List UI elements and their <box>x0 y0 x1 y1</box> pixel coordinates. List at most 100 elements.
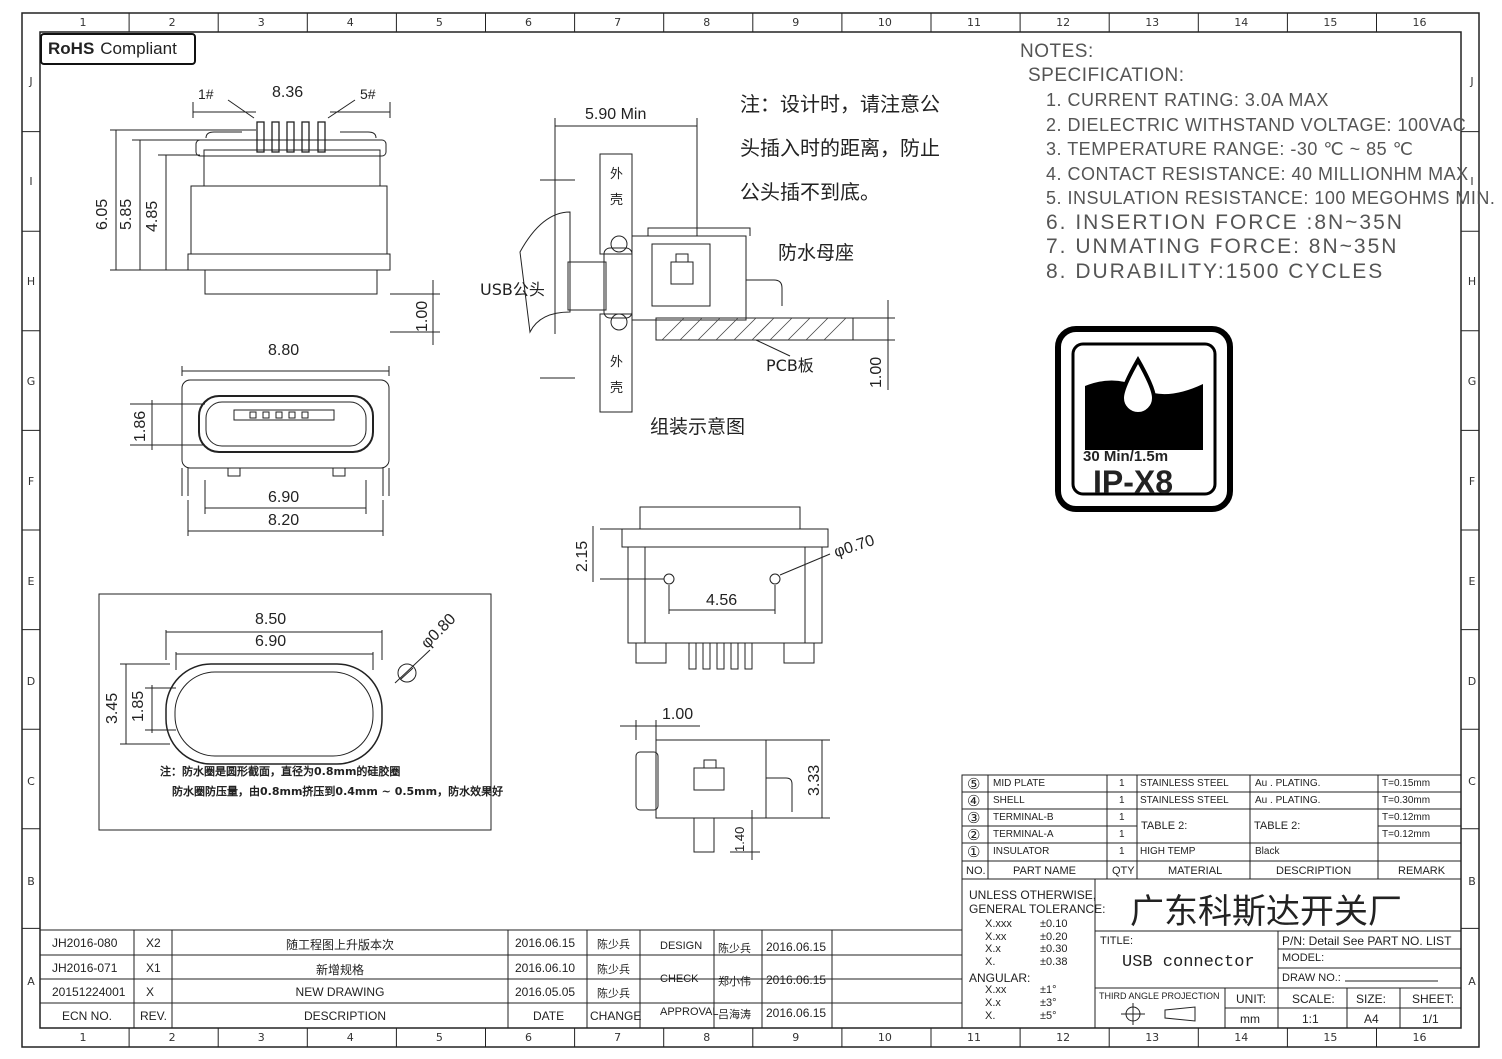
bom-part-name: MID PLATE <box>993 778 1046 789</box>
rev-header-rev: REV. <box>140 1009 167 1023</box>
tolerance-format: X.xxx <box>985 918 1012 930</box>
revision-rev: X1 <box>146 960 161 975</box>
zone-column-label: 3 <box>257 16 265 29</box>
revision-ecn: JH2016-071 <box>52 960 118 975</box>
note-item: 3. TEMPERATURE RANGE: -30 ℃ ~ 85 ℃ <box>1046 139 1414 159</box>
notes-title: NOTES: <box>1020 41 1094 62</box>
approval-date: 2016.06.15 <box>766 1006 827 1020</box>
dim-pcb-1-00: 1.00 <box>868 356 885 388</box>
zone-column-label: 7 <box>614 1031 622 1044</box>
drawing-title: USB connector <box>1122 953 1255 972</box>
revision-change: 陈少兵 <box>597 963 630 976</box>
bom-header-part: PART NAME <box>1013 865 1076 877</box>
dim-8-80: 8.80 <box>268 342 300 359</box>
zone-column-label: 7 <box>614 16 622 29</box>
size-label: SIZE: <box>1356 992 1387 1006</box>
zone-column-label: 2 <box>168 16 176 29</box>
zone-column-label: 13 <box>1145 16 1160 29</box>
tolerance-value: ±0.30 <box>1040 943 1068 955</box>
dim-4-85: 4.85 <box>144 200 161 232</box>
dim-3-33: 3.33 <box>806 764 823 796</box>
shell-label-top: 外壳 <box>610 162 623 214</box>
approval-name: 郑小伟 <box>718 976 751 988</box>
zone-column-label: 4 <box>346 1031 354 1044</box>
gasket-note-line: 注：防水圈是圆形截面，直径为0.8mm的硅胶圈 <box>160 765 401 778</box>
rev-header-ecn: ECN NO. <box>62 1009 113 1023</box>
zone-column-label: 5 <box>435 1031 443 1044</box>
part-number: P/N: Detail See PART NO. LIST <box>1282 934 1452 948</box>
gasket-note-line: 防水圈防压量，由0.8mm挤压到0.4mm ~ 0.5mm，防水效果好 <box>172 785 504 798</box>
zone-column-label: 10 <box>877 1031 892 1044</box>
zone-column-label: 16 <box>1412 16 1427 29</box>
rohs-bold: RoHS <box>48 39 95 58</box>
size-value: A4 <box>1364 1012 1379 1026</box>
zone-column-label: 11 <box>967 16 981 29</box>
unit-value: mm <box>1240 1012 1260 1026</box>
dim-5-85: 5.85 <box>118 198 135 230</box>
revision-change: 陈少兵 <box>597 988 630 1000</box>
zone-column-label: 1 <box>79 16 87 29</box>
bom-description: Au . PLATING. <box>1255 778 1321 789</box>
waterproof-socket-label: 防水母座 <box>778 242 855 264</box>
water-drop-icon <box>1055 326 1233 512</box>
zone-column-label: 15 <box>1323 1031 1338 1044</box>
dim-1-00-a: 1.00 <box>414 300 431 332</box>
zone-row-label: I <box>29 175 33 188</box>
note-item: 5. INSULATION RESISTANCE: 100 MEGOHMS MI… <box>1046 188 1496 208</box>
assembly-note: 注：设计时，请注意公 头插入时的距离，防止 公头插不到底。 <box>740 82 940 214</box>
dim-pin5: 5# <box>360 86 376 102</box>
bom-part-name: TERMINAL-A <box>993 829 1054 840</box>
bom-remark: T=0.12mm <box>1382 829 1431 840</box>
bom-item-number: ③ <box>967 810 981 827</box>
approval-date: 2016.06.15 <box>766 973 827 987</box>
bom-remark: T=0.30mm <box>1382 795 1431 806</box>
model-label: MODEL: <box>1282 952 1325 964</box>
zone-row-label: H <box>26 275 36 288</box>
ip-depth-text: 30 Min/1.5m <box>1083 448 1169 465</box>
bom-qty: 1 <box>1119 778 1125 789</box>
note-item: 1. CURRENT RATING: 3.0A MAX <box>1046 90 1329 110</box>
tolerance-value: ±3° <box>1040 997 1057 1009</box>
tolerance-value: ±0.10 <box>1040 918 1068 930</box>
scale-label: SCALE: <box>1292 992 1335 1006</box>
zone-row-label: E <box>27 575 35 588</box>
projection-label: THIRD ANGLE PROJECTION <box>1099 991 1220 1001</box>
tolerance-format: X. <box>985 1010 996 1022</box>
dim-1-00-b: 1.00 <box>662 706 694 723</box>
assembly-note-line: 注：设计时，请注意公 <box>740 92 940 116</box>
revision-ecn: JH2016-080 <box>52 936 118 950</box>
zone-column-label: 14 <box>1234 1031 1249 1044</box>
revision-ecn: 20151224001 <box>52 985 126 999</box>
dim-4-56: 4.56 <box>706 592 738 609</box>
zone-column-label: 13 <box>1145 1031 1160 1044</box>
bom-material: STAINLESS STEEL <box>1140 778 1229 789</box>
dim-1-86: 1.86 <box>132 410 149 442</box>
bom-merged-desc: TABLE 2: <box>1254 820 1301 832</box>
revision-rev: X2 <box>146 936 161 950</box>
bom-merged-material: TABLE 2: <box>1141 820 1188 832</box>
dim-6-90-b: 6.90 <box>255 633 287 650</box>
bom-remark: T=0.12mm <box>1382 812 1431 823</box>
unit-label: UNIT: <box>1236 992 1266 1006</box>
tolerance-format: X.xx <box>985 984 1007 996</box>
rev-header-change: CHANGE <box>590 1009 642 1023</box>
dim-1-85: 1.85 <box>130 690 147 722</box>
zone-row-label: G <box>1467 375 1477 388</box>
tolerance-angular-title: ANGULAR: <box>969 971 1031 985</box>
rev-header-desc: DESCRIPTION <box>304 1009 387 1023</box>
approval-name: 吕海涛 <box>718 1009 751 1021</box>
bom-header-desc: DESCRIPTION <box>1276 865 1352 877</box>
zone-row-label: F <box>1468 475 1476 488</box>
shell-char: 外 <box>610 167 624 182</box>
zone-column-label: 8 <box>703 1031 711 1044</box>
dim-8-20: 8.20 <box>268 512 300 529</box>
ip-x8-waterproof-badge: 30 Min/1.5m IP-X8 <box>1055 326 1233 512</box>
approval-role: CHECK <box>660 973 699 985</box>
spec-title: SPECIFICATION: <box>1028 65 1185 86</box>
zone-column-label: 6 <box>525 1031 532 1044</box>
zone-row-label: F <box>27 475 35 488</box>
tolerance-value: ±0.38 <box>1040 955 1068 968</box>
revision-change: 陈少兵 <box>597 939 630 951</box>
shell-label-bottom: 外壳 <box>610 350 623 402</box>
